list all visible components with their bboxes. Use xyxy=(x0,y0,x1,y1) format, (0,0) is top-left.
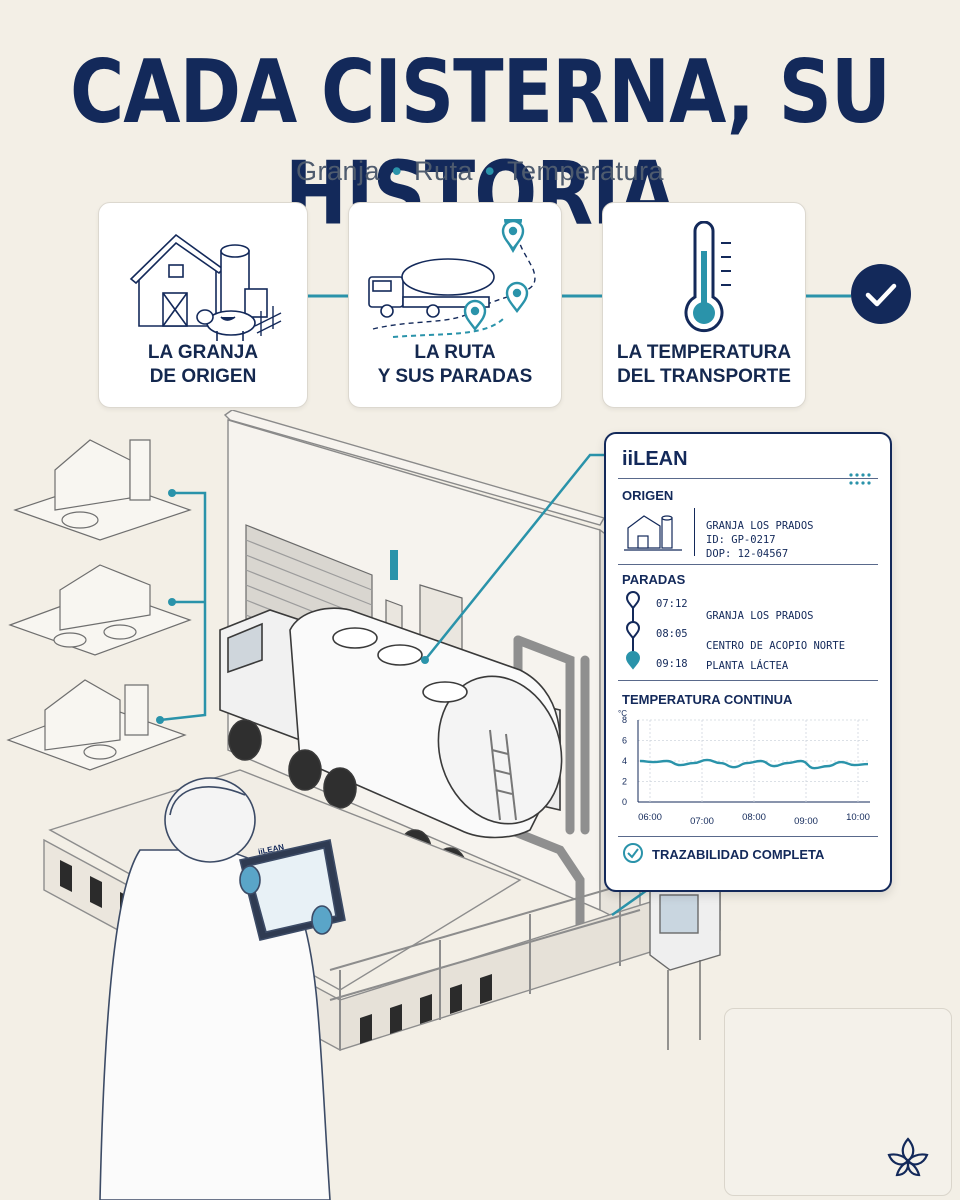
step-card-ruta: LA RUTA Y SUS PARADAS xyxy=(348,202,562,408)
step-card-temperatura: LA TEMPERATURA DEL TRANSPORTE xyxy=(602,202,806,408)
origin-farm-name: GRANJA LOS PRADOS xyxy=(706,520,814,532)
farm-illustration-1 xyxy=(13,439,192,541)
stop-3-place: PLANTA LÁCTEA xyxy=(706,660,789,672)
traceability-panel: iiLEAN ORIGEN GRANJA LOS PRADOS ID: GP-0… xyxy=(604,432,892,892)
y-tick-label: 2 xyxy=(622,777,627,787)
stop-2-place: CENTRO DE ACOPIO NORTE xyxy=(706,640,846,652)
tanker-truck xyxy=(219,607,563,889)
control-panel-box xyxy=(649,864,721,1050)
y-tick-label: 0 xyxy=(622,797,627,807)
subtitle: Granja • Ruta • Temperatura xyxy=(0,156,960,187)
page-title: CADA CISTERNA, SU HISTORIA xyxy=(69,42,891,245)
flower-logo-icon xyxy=(887,1137,929,1177)
traceability-footer: TRAZABILIDAD COMPLETA xyxy=(652,847,825,862)
stops-timeline-icon xyxy=(625,591,641,670)
origin-farm-id: ID: GP-0217 xyxy=(706,534,776,546)
check-icon xyxy=(623,843,643,863)
temperature-chart-title: TEMPERATURA CONTINUA xyxy=(622,692,793,707)
y-tick-label: 8 xyxy=(622,715,627,725)
stops-title: PARADAS xyxy=(622,572,686,587)
step-label-granja: LA GRANJA DE ORIGEN xyxy=(147,342,259,387)
thermometer-icon xyxy=(684,221,731,333)
step-card-granja: LA GRANJA DE ORIGEN xyxy=(98,202,308,408)
farm-illustration-2 xyxy=(8,564,192,656)
origin-dop: DOP: 12-04567 xyxy=(706,548,789,560)
step-label-ruta: LA RUTA Y SUS PARADAS xyxy=(377,342,533,387)
bullet-dot-icon: • xyxy=(392,156,402,186)
subtitle-item-temperatura: Temperatura xyxy=(506,156,665,186)
route-truck-icon xyxy=(368,219,536,338)
farm-connector-line xyxy=(159,491,207,722)
stop-3-time: 09:18 xyxy=(656,658,688,670)
panel-logo: iiLEAN xyxy=(622,448,688,470)
x-tick-label: 06:00 xyxy=(638,812,662,823)
x-tick-label: 08:00 xyxy=(742,812,766,823)
railing xyxy=(329,879,641,1050)
check-circle-icon xyxy=(851,264,911,324)
y-tick-label: 6 xyxy=(622,736,627,746)
temperature-series-line xyxy=(639,758,869,770)
worker-figure xyxy=(99,777,346,1200)
stop-1-place: GRANJA LOS PRADOS xyxy=(706,610,814,622)
bullet-dot-icon: • xyxy=(485,156,495,186)
reception-scene-illustration xyxy=(6,410,721,1200)
wall-light-icon xyxy=(390,550,398,580)
stop-1-time: 07:12 xyxy=(656,598,688,610)
temperature-chart: °C8 6 4 2 0 06:00 07:00 08:00 09:00 10:00 xyxy=(618,709,870,827)
x-tick-label: 09:00 xyxy=(794,816,818,827)
farm-illustration-3 xyxy=(6,679,187,771)
subtitle-item-granja: Granja xyxy=(295,156,380,186)
y-tick-label: 4 xyxy=(622,756,627,766)
farm-icon xyxy=(129,233,282,341)
subtitle-item-ruta: Ruta xyxy=(413,156,473,186)
grid-dots-icon xyxy=(848,472,872,486)
origin-title: ORIGEN xyxy=(622,488,674,503)
truck-panel-connector xyxy=(424,453,604,661)
origin-farm-icon xyxy=(624,515,682,551)
brand-watermark-box xyxy=(724,1008,952,1196)
x-tick-label: 10:00 xyxy=(846,812,870,823)
step-label-temperatura: LA TEMPERATURA DEL TRANSPORTE xyxy=(616,342,792,387)
stop-2-time: 08:05 xyxy=(656,628,688,640)
x-tick-label: 07:00 xyxy=(690,816,714,827)
y-unit-label: °C xyxy=(618,709,627,718)
